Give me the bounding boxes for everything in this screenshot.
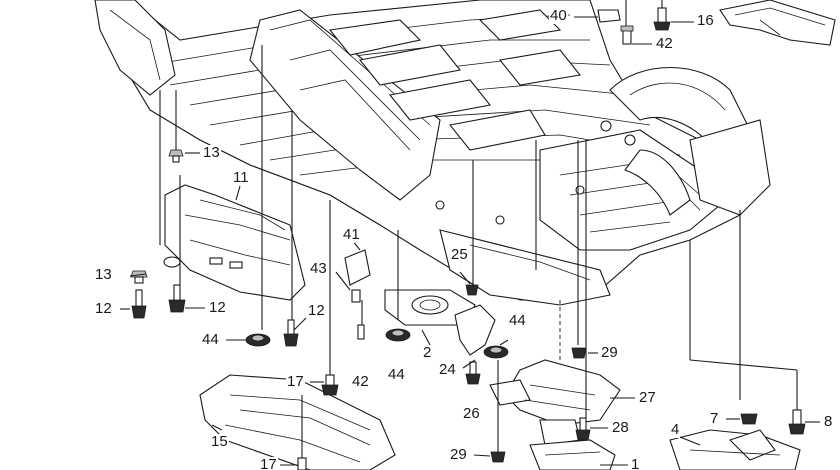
left-underbody-guard [163, 184, 306, 301]
callout-2: 2 [422, 344, 433, 361]
callout-15: 15 [210, 433, 229, 450]
callout-1: 1 [630, 457, 641, 470]
callout-42-top: 42 [655, 35, 674, 52]
callout-44-right: 44 [508, 312, 527, 329]
front-bottom-cover [199, 374, 396, 470]
callout-12-mid: 12 [208, 299, 227, 316]
callout-27: 27 [638, 389, 657, 406]
callout-12-right: 12 [307, 302, 326, 319]
callout-24: 24 [438, 361, 457, 378]
rear-trim-part [719, 0, 836, 46]
callout-17-low: 17 [259, 457, 278, 470]
callout-8: 8 [823, 413, 834, 430]
callout-28: 28 [611, 419, 630, 436]
callout-41: 41 [342, 226, 361, 243]
bottom-center-parts [529, 439, 616, 470]
bottom-right-parts [669, 429, 801, 470]
callout-29-right: 29 [600, 344, 619, 361]
callout-44-left: 44 [201, 331, 220, 348]
bracket-assembly-27 [489, 359, 621, 446]
bracket-24 [454, 304, 496, 356]
leader-lines [120, 16, 820, 466]
callout-44-mid: 44 [387, 366, 406, 383]
callout-25: 25 [450, 246, 469, 263]
callout-29-low: 29 [449, 446, 468, 463]
callout-16: 16 [696, 12, 715, 29]
callout-40: 40 [549, 7, 568, 24]
callout-13-lower: 13 [94, 266, 113, 283]
callout-7: 7 [709, 410, 720, 427]
callout-42-mid: 42 [351, 373, 370, 390]
callout-13-upper: 13 [202, 144, 221, 161]
callout-11: 11 [232, 169, 250, 186]
callout-43: 43 [309, 260, 328, 277]
callout-12-left: 12 [94, 300, 113, 317]
callout-4: 4 [670, 421, 681, 438]
callout-17-upper: 17 [286, 373, 305, 390]
clip-41 [344, 249, 371, 303]
assembly-lines [159, 0, 798, 458]
center-bracket [384, 289, 476, 326]
fasteners [130, 149, 806, 470]
callout-26: 26 [462, 405, 481, 422]
top-fasteners [597, 7, 671, 45]
